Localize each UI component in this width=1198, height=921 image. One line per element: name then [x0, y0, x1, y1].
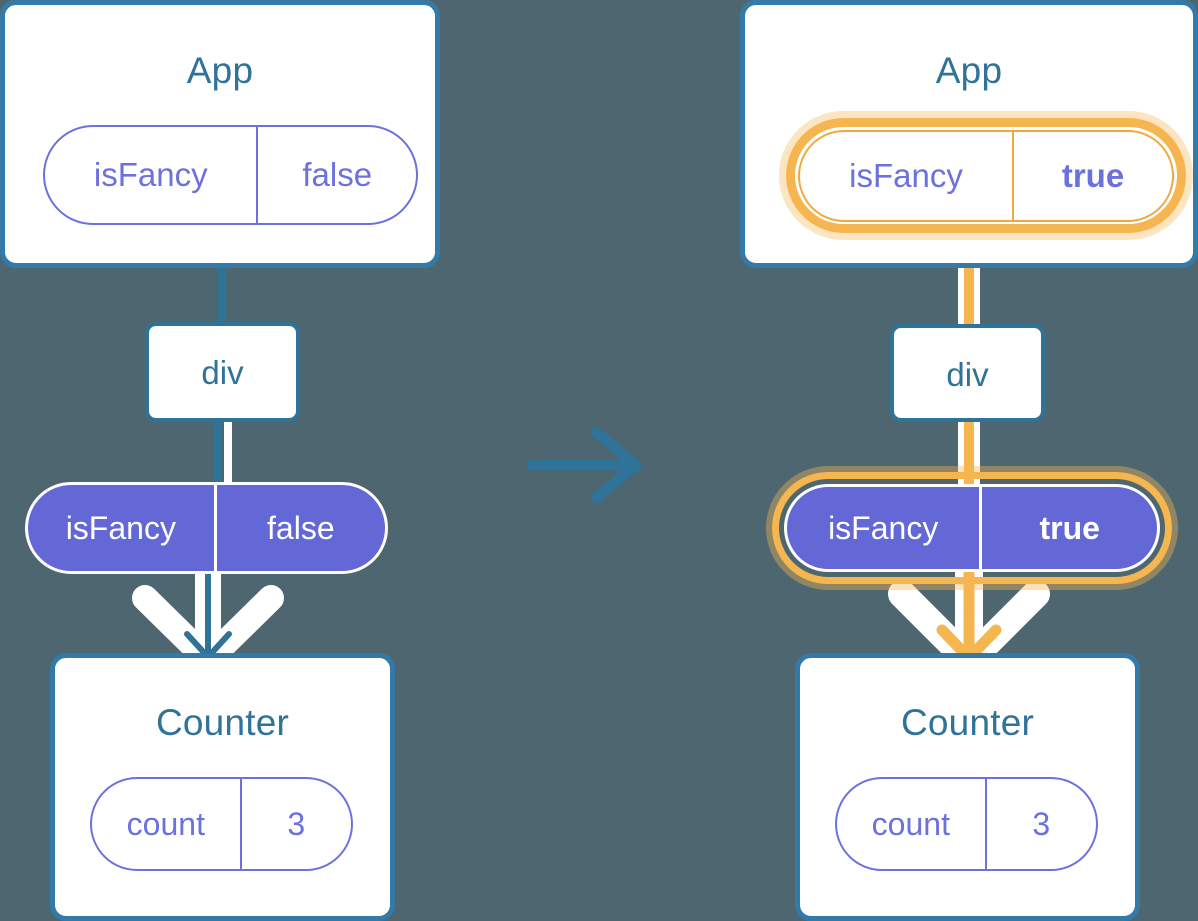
- diagram-after-state: App isFancy true div isFancy true: [740, 0, 1198, 921]
- transition-arrow-icon: [526, 426, 642, 504]
- connector-div-to-prop: [213, 420, 221, 490]
- prop-highlight-ring: [772, 472, 1172, 584]
- connector-app-to-div: [964, 240, 974, 324]
- app-state-key: isFancy: [849, 157, 963, 194]
- div-tag-box: [890, 324, 1045, 422]
- connector-div-to-prop: [964, 420, 974, 492]
- prop-value: false: [213, 485, 385, 571]
- app-state-highlight-ring: [786, 118, 1186, 233]
- prop-key: isFancy: [828, 509, 939, 546]
- counter-state-value: 3: [239, 779, 351, 869]
- counter-title: Counter: [155, 702, 290, 743]
- counter-title: Counter: [900, 702, 1035, 743]
- div-tag-label: div: [201, 354, 244, 391]
- counter-state-pill: count 3: [835, 777, 1098, 871]
- counter-state-key: count: [126, 805, 205, 842]
- div-tag-label: div: [946, 356, 989, 393]
- prop-value: true: [979, 487, 1157, 569]
- counter-state-pill: count 3: [90, 777, 353, 871]
- counter-state-value: 3: [984, 779, 1096, 869]
- div-tag-box: [145, 322, 300, 422]
- diagram-before-state: App isFancy false div isFancy false Coun…: [0, 0, 440, 921]
- app-state-value: true: [1012, 132, 1172, 220]
- connector-div-to-prop-gap: [224, 420, 232, 490]
- app-state-pill: isFancy false: [43, 125, 418, 225]
- counter-state-key: count: [871, 805, 950, 842]
- app-state-value: false: [256, 127, 416, 223]
- app-title: App: [186, 50, 254, 91]
- prop-pill: isFancy true: [784, 484, 1160, 572]
- prop-key: isFancy: [65, 509, 176, 546]
- app-state-pill: isFancy true: [798, 130, 1174, 222]
- app-state-key: isFancy: [93, 156, 208, 193]
- prop-pill: isFancy false: [25, 482, 388, 574]
- connector-app-to-div: [218, 262, 226, 322]
- app-title: App: [935, 50, 1003, 91]
